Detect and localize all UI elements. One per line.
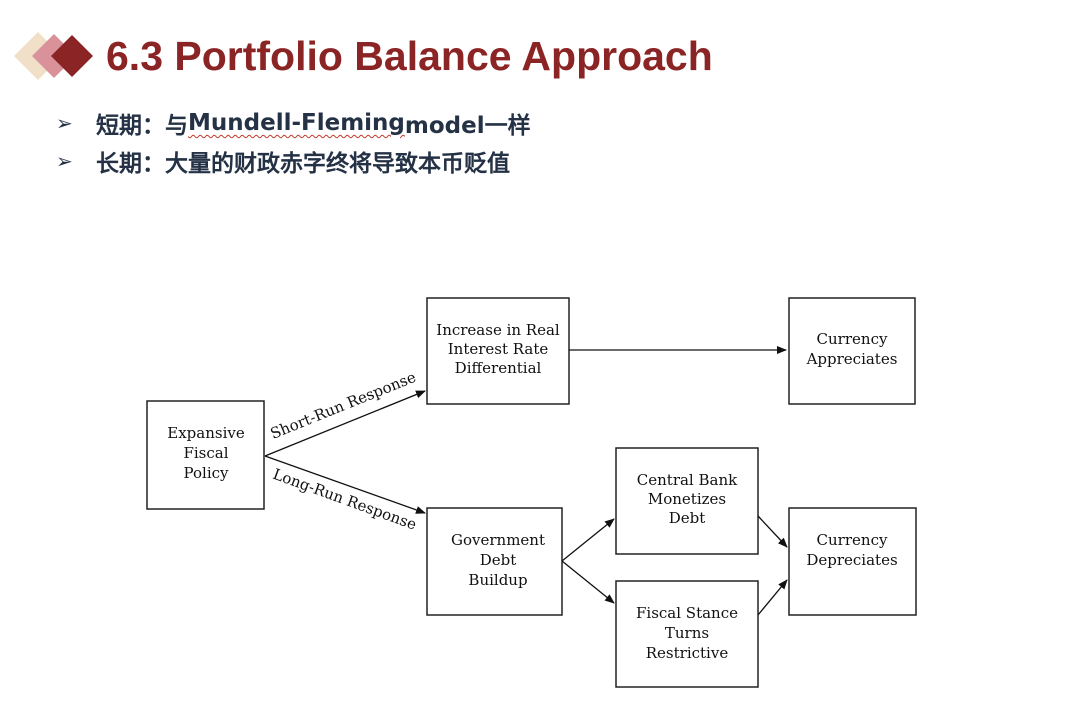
arrow-bullet-icon: ➢	[56, 111, 73, 135]
node-government-debt-buildup: Government Debt Buildup	[426, 507, 563, 616]
node-expansive-fiscal-policy: Expansive Fiscal Policy	[146, 400, 265, 510]
node-monetizes-line-3: Debt	[669, 509, 706, 527]
node-policy-line-2: Fiscal	[183, 444, 228, 462]
node-currency-depreciates: Currency Depreciates	[788, 507, 917, 616]
node-policy-line-1: Expansive	[167, 424, 245, 442]
arrow-restrictive-to-depreciates	[757, 579, 788, 616]
arrow-debt-to-restrictive	[561, 560, 615, 604]
bullet-long-run-text: 长期：大量的财政赤字终将导致本币贬值	[96, 151, 510, 177]
node-central-bank-monetizes: Central Bank Monetizes Debt	[615, 447, 759, 555]
label-long-run-response: Long-Run Response	[270, 465, 419, 534]
node-appreciates-line-2: Appreciates	[806, 350, 898, 368]
node-restrictive-line-1: Fiscal Stance	[636, 604, 738, 622]
node-restrictive-line-3: Restrictive	[646, 644, 729, 662]
arrow-policy-to-interest	[264, 390, 426, 457]
node-appreciates-line-1: Currency	[817, 330, 888, 348]
slide-title: 6.3 Portfolio Balance Approach	[106, 33, 713, 79]
arrow-bullet-icon: ➢	[56, 149, 73, 173]
arrow-policy-to-debt	[264, 455, 426, 514]
node-monetizes-line-1: Central Bank	[637, 471, 738, 489]
node-depreciates-line-2: Depreciates	[806, 551, 897, 569]
node-policy-line-3: Policy	[184, 464, 230, 482]
arrow-monetizes-to-depreciates	[757, 515, 788, 548]
bullet-long-run: ➢ 长期：大量的财政赤字终将导致本币贬值	[56, 142, 531, 180]
node-debt-line-1: Government	[451, 531, 545, 549]
node-currency-appreciates: Currency Appreciates	[788, 297, 916, 405]
node-restrictive-line-2: Turns	[665, 624, 709, 642]
node-increase-interest-rate: Increase in Real Interest Rate Different…	[426, 297, 570, 405]
bullet-short-run-prefix: 短期：与	[96, 113, 188, 139]
arrow-debt-to-monetizes	[561, 518, 615, 562]
node-interest-line-3: Differential	[455, 359, 542, 377]
bullet-short-run-term: Mundell-Fleming	[188, 110, 405, 136]
logo-diamond-dark	[51, 35, 93, 77]
node-monetizes-line-2: Monetizes	[648, 490, 726, 508]
diamond-logo-icon	[14, 32, 93, 80]
node-interest-line-1: Increase in Real	[436, 321, 560, 339]
node-debt-line-2: Debt	[480, 551, 517, 569]
label-short-run-response: Short-Run Response	[268, 368, 419, 443]
node-fiscal-stance-restrictive: Fiscal Stance Turns Restrictive	[615, 580, 759, 688]
bullet-short-run-suffix: model一样	[404, 113, 531, 139]
node-debt-line-3: Buildup	[468, 571, 527, 589]
node-interest-line-2: Interest Rate	[448, 340, 549, 358]
node-depreciates-line-1: Currency	[817, 531, 888, 549]
